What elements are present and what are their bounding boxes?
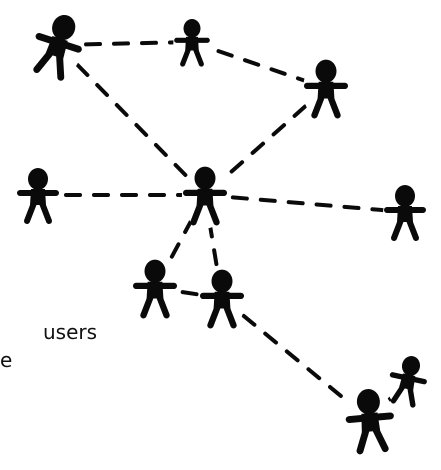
caption-line-1: users — [43, 320, 98, 344]
connection-edge-4 — [203, 86, 328, 197]
person-4-icon — [16, 167, 60, 227]
connection-edge-6 — [203, 193, 407, 214]
person-8-icon — [198, 268, 246, 332]
connection-edge-2 — [190, 40, 328, 90]
person-3-icon — [302, 58, 350, 122]
person-7-icon — [131, 258, 179, 322]
connection-edge-3 — [56, 43, 207, 197]
caption-text: users e — [0, 318, 97, 374]
person-1-icon — [30, 13, 84, 81]
person-2-icon — [173, 18, 211, 70]
person-9-icon — [344, 387, 396, 457]
node-layer — [16, 13, 428, 457]
person-10-icon — [387, 355, 428, 409]
caption-line-2: e — [0, 348, 13, 372]
connection-edge-10 — [220, 296, 372, 422]
person-6-icon — [383, 184, 427, 244]
connection-edge-1 — [56, 40, 194, 47]
person-5-icon — [181, 165, 229, 229]
